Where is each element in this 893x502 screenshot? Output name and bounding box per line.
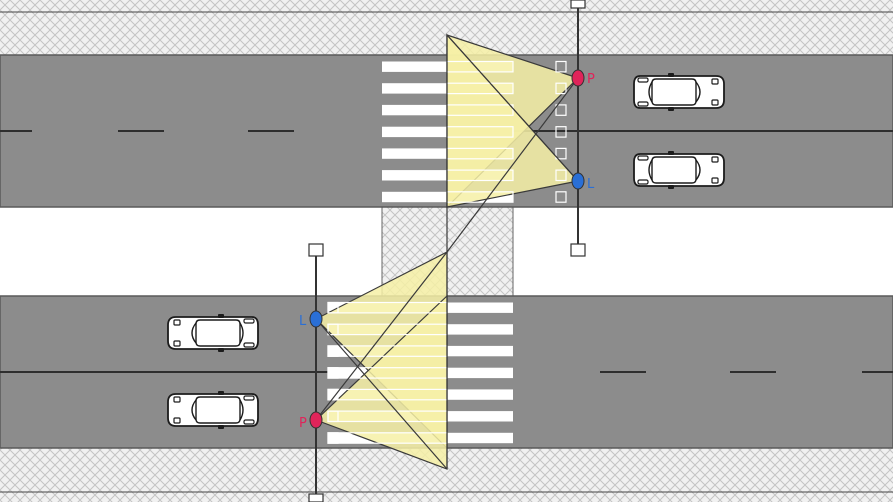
lamp-l-top-right — [571, 172, 585, 190]
lamp-label-bottom-left-l: L — [299, 314, 307, 329]
zebra-stripe-end — [555, 126, 567, 138]
light-cones — [314, 33, 580, 470]
cone-axis-lines — [315, 34, 579, 470]
zebra-stripe-end — [327, 367, 339, 379]
zebra-stripe-end — [555, 82, 567, 95]
zebra-stripe-end — [327, 388, 339, 401]
lamp-l-bottom-left — [309, 310, 323, 328]
lamp-poles — [315, 5, 579, 498]
zebra-stripe-end — [327, 323, 339, 336]
pole-base-top — [570, 0, 586, 9]
car-bottom-2 — [168, 391, 258, 429]
lamp-label-bottom-left-p: P — [299, 416, 307, 431]
car-bottom-1 — [168, 314, 258, 352]
pole-base-median-left — [308, 243, 324, 257]
car-top-1 — [633, 72, 725, 112]
lamp-label-top-right-p: P — [587, 72, 595, 87]
zebra-stripe-end — [555, 191, 567, 203]
zebra-stripe-end — [327, 432, 339, 444]
crosswalk-outline — [327, 60, 567, 444]
pole-base-median-right — [570, 243, 586, 257]
zebra-stripe-end — [555, 60, 567, 73]
lamp-p-top-right — [571, 69, 585, 87]
lamp-p-bottom-left — [309, 411, 323, 429]
zebra-stripe-end — [327, 410, 339, 423]
zebra-stripe-end — [327, 345, 339, 357]
zebra-stripe-end — [555, 104, 567, 116]
lamp-label-top-right-l: L — [587, 177, 595, 192]
zebra-stripe-end — [555, 147, 567, 160]
zebra-stripe-end — [555, 169, 567, 182]
pole-base-bottom — [308, 493, 324, 502]
pole-bases — [308, 0, 586, 502]
zebra-stripe-end — [327, 301, 339, 314]
car-top-2 — [633, 150, 725, 190]
